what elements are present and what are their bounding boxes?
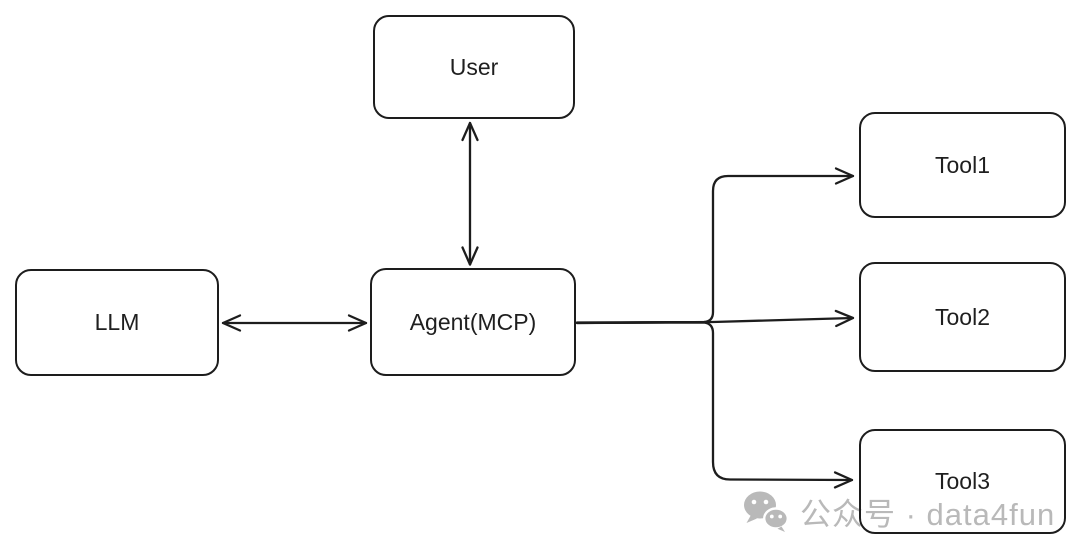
watermark-text: 公众号 · data4fun (800, 497, 1056, 532)
node-tool2: Tool2 (859, 262, 1066, 372)
node-user: User (373, 15, 575, 119)
node-llm-label: LLM (94, 309, 140, 335)
edge-agent-tool1 (575, 167, 855, 324)
node-user-label: User (449, 53, 499, 80)
wechat-icon (741, 489, 789, 534)
node-agent-label: Agent(MCP) (409, 308, 537, 335)
edge-agent-tool2 (575, 309, 855, 328)
node-tool3-label: Tool3 (935, 468, 990, 494)
node-tool1-label: Tool1 (935, 151, 990, 178)
node-llm: LLM (15, 269, 219, 376)
watermark: 公众号 · data4fun (741, 489, 1055, 534)
node-tool1: Tool1 (859, 112, 1066, 218)
node-agent: Agent(MCP) (370, 268, 576, 376)
edge-agent-tool3 (575, 321, 854, 489)
node-tool3: Tool3 (859, 429, 1066, 534)
node-tool2-label: Tool2 (935, 303, 990, 330)
